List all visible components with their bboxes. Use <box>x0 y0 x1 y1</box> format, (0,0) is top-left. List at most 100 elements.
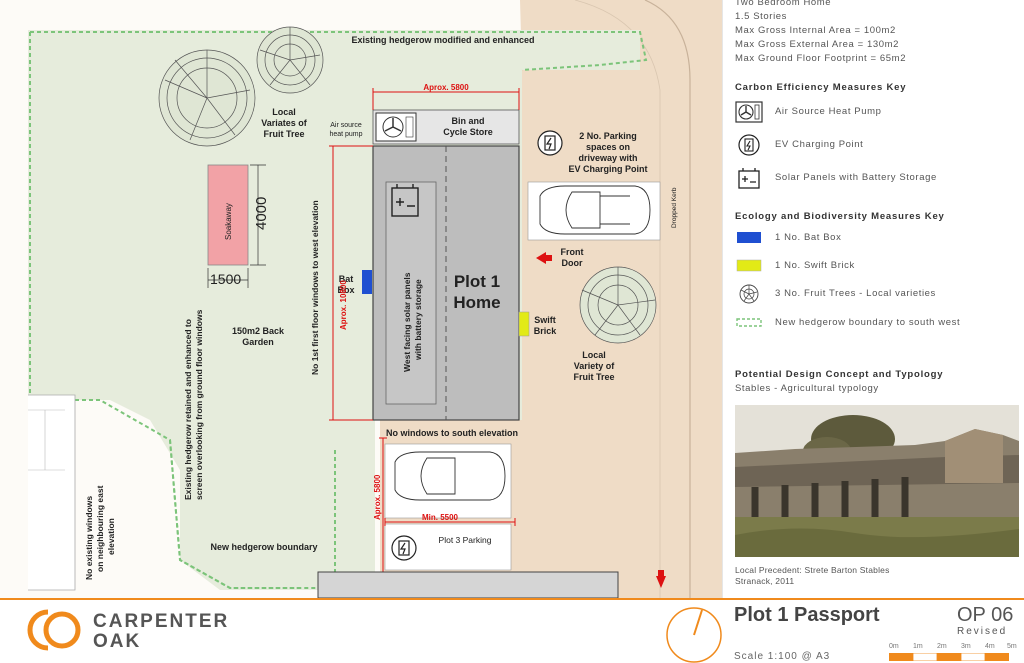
local-var-label-2: Variates of <box>261 118 308 128</box>
ev-charging-icon <box>537 130 563 156</box>
scalebar-label-0: 0m <box>889 643 899 650</box>
heat-pump-icon <box>735 101 763 123</box>
parking-label-4: EV Charging Point <box>568 164 647 174</box>
key-hedgerow: New hedgerow boundary to south west <box>735 312 1015 334</box>
neighbour-building <box>28 394 76 591</box>
hedge-west-label-2: screen overlooking from ground floor win… <box>194 309 204 500</box>
photo-caption-1: Local Precedent: Strete Barton Stables <box>735 565 890 575</box>
photo-caption-2: Stranack, 2011 <box>735 576 795 586</box>
front-door-label-1: Front <box>561 247 584 257</box>
bat-box-label-1: Bat <box>339 274 354 284</box>
drawing-scale: Scale 1:100 @ A3 <box>734 651 831 662</box>
heat-pump-icon <box>375 112 417 142</box>
key-bat-box-label: 1 No. Bat Box <box>775 232 842 243</box>
parking-label-3: driveway with <box>578 153 637 163</box>
brand-line-1: CARPENTER <box>93 611 230 632</box>
local-variety-label-2: Variety of <box>574 361 616 371</box>
spec-line-2: 1.5 Stories <box>735 11 788 22</box>
dim-aprox-5800-left: Aprox. 5800 <box>373 474 382 520</box>
local-variety-label-3: Fruit Tree <box>573 372 614 382</box>
front-door-arrow <box>536 252 552 264</box>
scalebar-label-3: 3m <box>961 643 971 650</box>
swift-label-2: Brick <box>534 326 558 336</box>
ev-charging-icon-plot3 <box>391 535 417 561</box>
parking-label-1: 2 No. Parking <box>579 131 637 141</box>
key-solar-battery: Solar Panels with Battery Storage <box>735 167 1015 189</box>
front-door-label-2: Door <box>562 258 583 268</box>
bat-box <box>362 270 372 294</box>
ecology-heading: Ecology and Biodiversity Measures Key <box>735 211 945 222</box>
parking-label-2: spaces on <box>586 142 630 152</box>
house-title-1: Plot 1 <box>454 272 500 291</box>
passport-title: Plot 1 Passport <box>734 604 880 626</box>
north-arrow <box>666 607 722 663</box>
plot-3-building <box>317 571 619 598</box>
scalebar-label-5: 5m <box>1007 643 1017 650</box>
ashp-label-2: heat pump <box>329 131 362 138</box>
bat-box-label-2: Box <box>337 285 354 295</box>
design-heading: Potential Design Concept and Typology <box>735 369 944 380</box>
key-heat-pump: Air Source Heat Pump <box>735 101 1015 123</box>
soakaway <box>207 164 249 266</box>
no-east-label-2: on neighbouring east <box>95 485 105 572</box>
local-var-label-1: Local <box>272 107 296 117</box>
solar-label-2: with battery storage <box>413 279 423 361</box>
title-block: CARPENTER OAK Plot 1 Passport OP 06 Revi… <box>0 598 1024 663</box>
swift-brick-swatch <box>736 259 762 272</box>
key-swift-brick-label: 1 No. Swift Brick <box>775 260 855 271</box>
revision-label: Revised <box>957 626 1008 637</box>
solar-label-1: West facing solar panels <box>402 272 412 372</box>
bin-store-label-2: Cycle Store <box>443 127 493 137</box>
new-hedgerow-label: New hedgerow boundary <box>210 542 317 552</box>
carbon-heading: Carbon Efficiency Measures Key <box>735 82 907 93</box>
key-bat-box: 1 No. Bat Box <box>735 227 1015 249</box>
swift-label-1: Swift <box>534 315 556 325</box>
site-plan: Soakaway 4000 1500 Bin and Cycle Store A… <box>28 0 722 598</box>
bat-box-swatch <box>737 232 761 243</box>
ev-charging-icon <box>738 134 760 156</box>
plot3-parking-label: Plot 3 Parking <box>439 535 492 545</box>
brand-line-2: OAK <box>93 631 142 652</box>
hedgerow-swatch <box>736 318 762 327</box>
solar-panel-area <box>385 181 437 405</box>
hedge-top-label: Existing hedgerow modified and enhanced <box>351 35 534 45</box>
car-lower <box>394 451 506 501</box>
design-subheading: Stables - Agricultural typology <box>735 383 879 394</box>
info-panel: Two Bedroom Home 1.5 Stories Max Gross I… <box>722 0 1024 598</box>
battery-icon <box>391 184 419 217</box>
garden-label-1: 150m2 Back <box>232 326 285 336</box>
scalebar-label-4: 4m <box>985 643 995 650</box>
fruit-tree-top <box>256 26 324 94</box>
key-swift-brick: 1 No. Swift Brick <box>735 255 1015 277</box>
drawing-code: OP 06 <box>957 604 1014 626</box>
dropped-kerb-label: Dropped Kerb <box>671 187 678 228</box>
spec-line-3: Max Gross Internal Area = 100m2 <box>735 25 896 36</box>
scalebar-label-1: 1m <box>913 643 923 650</box>
dim-4000: 4000 <box>253 197 270 230</box>
spec-line-4: Max Gross External Area = 130m2 <box>735 39 900 50</box>
dim-aprox-5800-top: Aprox. 5800 <box>423 83 469 92</box>
car-top <box>539 185 651 235</box>
key-heat-pump-label: Air Source Heat Pump <box>775 106 882 117</box>
fruit-tree-left <box>158 49 256 147</box>
spec-line-1: Two Bedroom Home <box>735 0 832 8</box>
key-ev-charging: EV Charging Point <box>735 134 1015 156</box>
dim-1500: 1500 <box>210 271 241 287</box>
house-title-2: Home <box>453 293 500 312</box>
key-fruit-trees-label: 3 No. Fruit Trees - Local varieties <box>775 288 936 299</box>
local-variety-label-1: Local <box>582 350 606 360</box>
plot-3-door-arrow <box>656 570 666 588</box>
swift-brick <box>518 311 530 337</box>
carpenter-oak-logo <box>27 609 81 651</box>
ashp-label-1: Air source <box>330 122 362 129</box>
no-windows-south-label: No windows to south elevation <box>386 428 518 438</box>
footer-divider <box>0 598 1024 600</box>
dim-aprox-10800: Aprox. 10800 <box>339 280 348 330</box>
no-east-label-3: elevation <box>106 518 116 555</box>
key-ev-charging-label: EV Charging Point <box>775 139 864 150</box>
hedge-top <box>30 31 648 71</box>
key-hedgerow-label: New hedgerow boundary to south west <box>775 317 961 328</box>
garden-label-2: Garden <box>242 337 274 347</box>
key-solar-battery-label: Solar Panels with Battery Storage <box>775 172 937 183</box>
scalebar-label-2: 2m <box>937 643 947 650</box>
